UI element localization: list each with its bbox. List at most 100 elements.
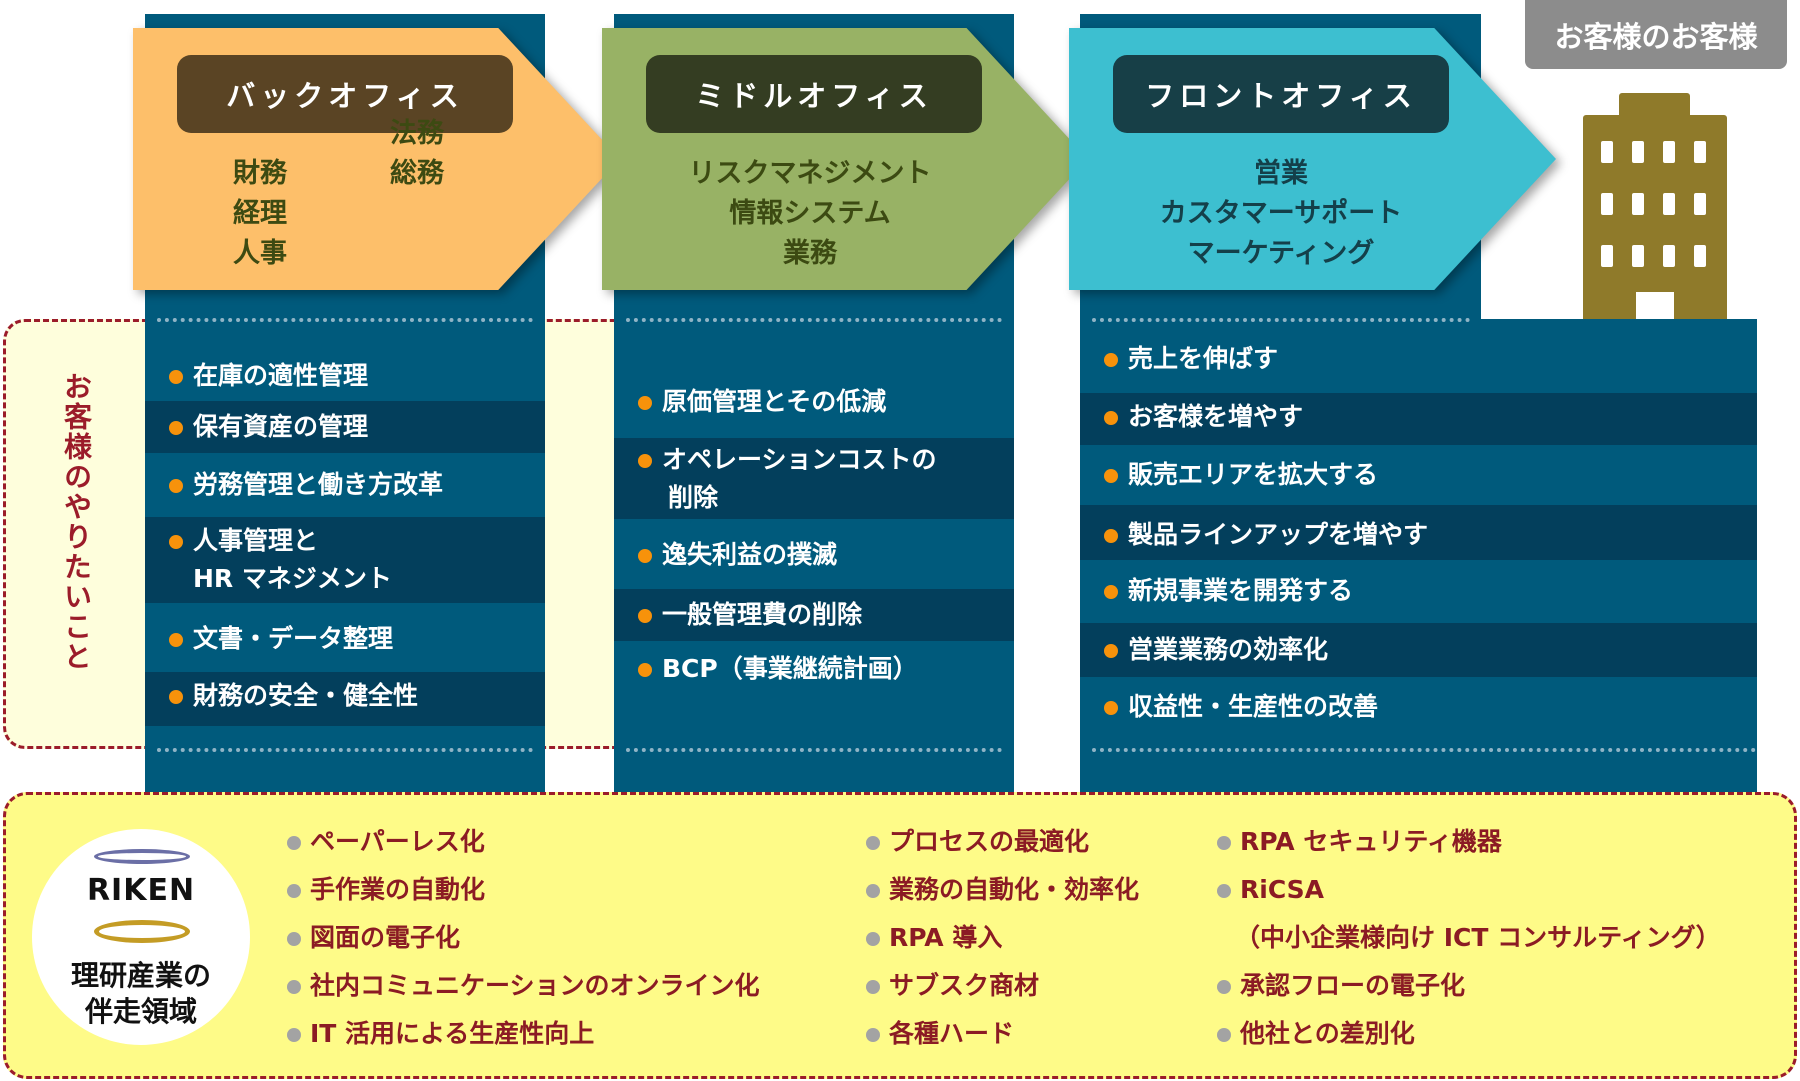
list-item: 収益性・生産性の改善 [1080, 677, 1757, 735]
list-item: お客様を増やす [1080, 393, 1757, 445]
list-item: 在庫の適性管理 [145, 350, 545, 401]
item-text: 一般管理費の削除 [662, 600, 863, 629]
item-text: IT 活用による生産性向上 [310, 1019, 595, 1048]
list-item: 原価管理とその低減 [614, 384, 1014, 438]
middle-office-title: ミドルオフィス [646, 55, 982, 133]
item-text: 削除 [668, 483, 719, 512]
role: 総務 [390, 158, 444, 189]
bullet-icon [866, 1028, 880, 1042]
support-item: IT 活用による生産性向上 [287, 1010, 760, 1058]
item-text: お客様を増やす [1128, 402, 1304, 431]
support-item: ペーパーレス化 [287, 818, 760, 866]
riken-title: 理研産業の [70, 959, 211, 992]
list-item: 財務の安全・健全性 [145, 672, 545, 726]
support-item: サブスク商材 [866, 962, 1139, 1010]
bullet-icon [1217, 980, 1231, 994]
item-text: 売上を伸ばす [1128, 344, 1279, 373]
divider [626, 318, 1002, 322]
bullet-icon [638, 454, 652, 468]
list-item: 保有資産の管理 [145, 401, 545, 453]
list-item: 販売エリアを拡大する [1080, 445, 1757, 505]
role: 人事 [233, 238, 287, 269]
bullet-icon [169, 479, 183, 493]
back-roles-left: 財務 経理 人事 [233, 154, 287, 274]
bullet-icon [1217, 1028, 1231, 1042]
gold-ring-icon [94, 920, 190, 943]
item-text: 逸失利益の撲滅 [662, 540, 838, 569]
item-text: （中小企業様向け ICT コンサルティング） [1235, 923, 1721, 952]
divider [157, 748, 533, 752]
role: カスタマーサポート [1159, 198, 1403, 229]
riken-logo: RIKEN [86, 873, 196, 908]
list-item: 売上を伸ばす [1080, 341, 1757, 393]
item-text: 販売エリアを拡大する [1128, 460, 1379, 489]
divider [157, 318, 533, 322]
support-list-2: プロセスの最適化 業務の自動化・効率化 RPA 導入 サブスク商材 各種ハード [866, 818, 1139, 1058]
support-item: 他社との差別化 [1217, 1010, 1721, 1058]
support-list-3: RPA セキュリティ機器 RiCSA （中小企業様向け ICT コンサルティング… [1217, 818, 1721, 1058]
bullet-icon [1217, 836, 1231, 850]
divider [626, 748, 1002, 752]
role: 法務 [390, 118, 444, 149]
bullet-icon [866, 884, 880, 898]
item-text: 文書・データ整理 [193, 624, 394, 653]
support-item: RPA セキュリティ機器 [1217, 818, 1721, 866]
bullet-icon [1104, 585, 1118, 599]
bullet-icon [638, 396, 652, 410]
item-text: 製品ラインアップを増やす [1128, 520, 1429, 549]
item-text: 人事管理と [193, 526, 319, 555]
building-icon [1583, 93, 1727, 319]
support-item: プロセスの最適化 [866, 818, 1139, 866]
item-text: サブスク商材 [889, 971, 1040, 1000]
customer-of-customer-badge: お客様のお客様 [1525, 0, 1787, 69]
item-text: RPA セキュリティ機器 [1240, 827, 1502, 856]
item-text: ペーパーレス化 [310, 827, 485, 856]
role: 財務 [233, 158, 287, 189]
role: 情報システム [729, 198, 891, 229]
bullet-icon [287, 980, 301, 994]
list-item: BCP（事業継続計画） [614, 641, 1014, 701]
item-text: 営業業務の効率化 [1128, 635, 1329, 664]
list-item: 製品ラインアップを増やす [1080, 505, 1757, 560]
item-text: 労務管理と働き方改革 [193, 470, 444, 499]
item-text: 図面の電子化 [310, 923, 461, 952]
bullet-icon [1104, 701, 1118, 715]
bullet-icon [638, 663, 652, 677]
item-text: BCP（事業継続計画） [662, 654, 918, 683]
support-list-1: ペーパーレス化 手作業の自動化 図面の電子化 社内コミュニケーションのオンライン… [287, 818, 760, 1058]
support-item: 図面の電子化 [287, 914, 760, 962]
list-item: 新規事業を開発する [1080, 560, 1757, 623]
role: 業務 [783, 238, 837, 269]
bullet-icon [287, 884, 301, 898]
bullet-icon [287, 932, 301, 946]
bullet-icon [638, 609, 652, 623]
item-text: プロセスの最適化 [889, 827, 1090, 856]
bullet-icon [287, 836, 301, 850]
list-item: 一般管理費の削除 [614, 589, 1014, 641]
list-item: 営業業務の効率化 [1080, 623, 1757, 677]
middle-roles: リスクマネジメント 情報システム 業務 [602, 154, 1018, 274]
support-item: 業務の自動化・効率化 [866, 866, 1139, 914]
bullet-icon [1104, 469, 1118, 483]
divider [1092, 318, 1470, 322]
bullet-icon [169, 421, 183, 435]
item-text: 収益性・生産性の改善 [1128, 692, 1379, 721]
bullet-icon [866, 980, 880, 994]
bullet-icon [287, 1028, 301, 1042]
item-text: 手作業の自動化 [310, 875, 486, 904]
support-item: （中小企業様向け ICT コンサルティング） [1217, 914, 1721, 962]
item-text: 承認フローの電子化 [1240, 971, 1466, 1000]
support-item: 手作業の自動化 [287, 866, 760, 914]
list-item: 文書・データ整理 [145, 603, 545, 672]
bullet-icon [866, 932, 880, 946]
list-item: 逸失利益の撲滅 [614, 519, 1014, 589]
support-item: 各種ハード [866, 1010, 1139, 1058]
bullet-icon [169, 633, 183, 647]
item-text: オペレーションコストの [662, 445, 937, 474]
item-text: 業務の自動化・効率化 [889, 875, 1140, 904]
front-office-arrow: フロントオフィス 営業 カスタマーサポート マーケティング [1069, 28, 1556, 290]
item-text: 社内コミュニケーションのオンライン化 [310, 971, 760, 1000]
support-item: 社内コミュニケーションのオンライン化 [287, 962, 760, 1010]
role: リスクマネジメント [688, 158, 932, 189]
